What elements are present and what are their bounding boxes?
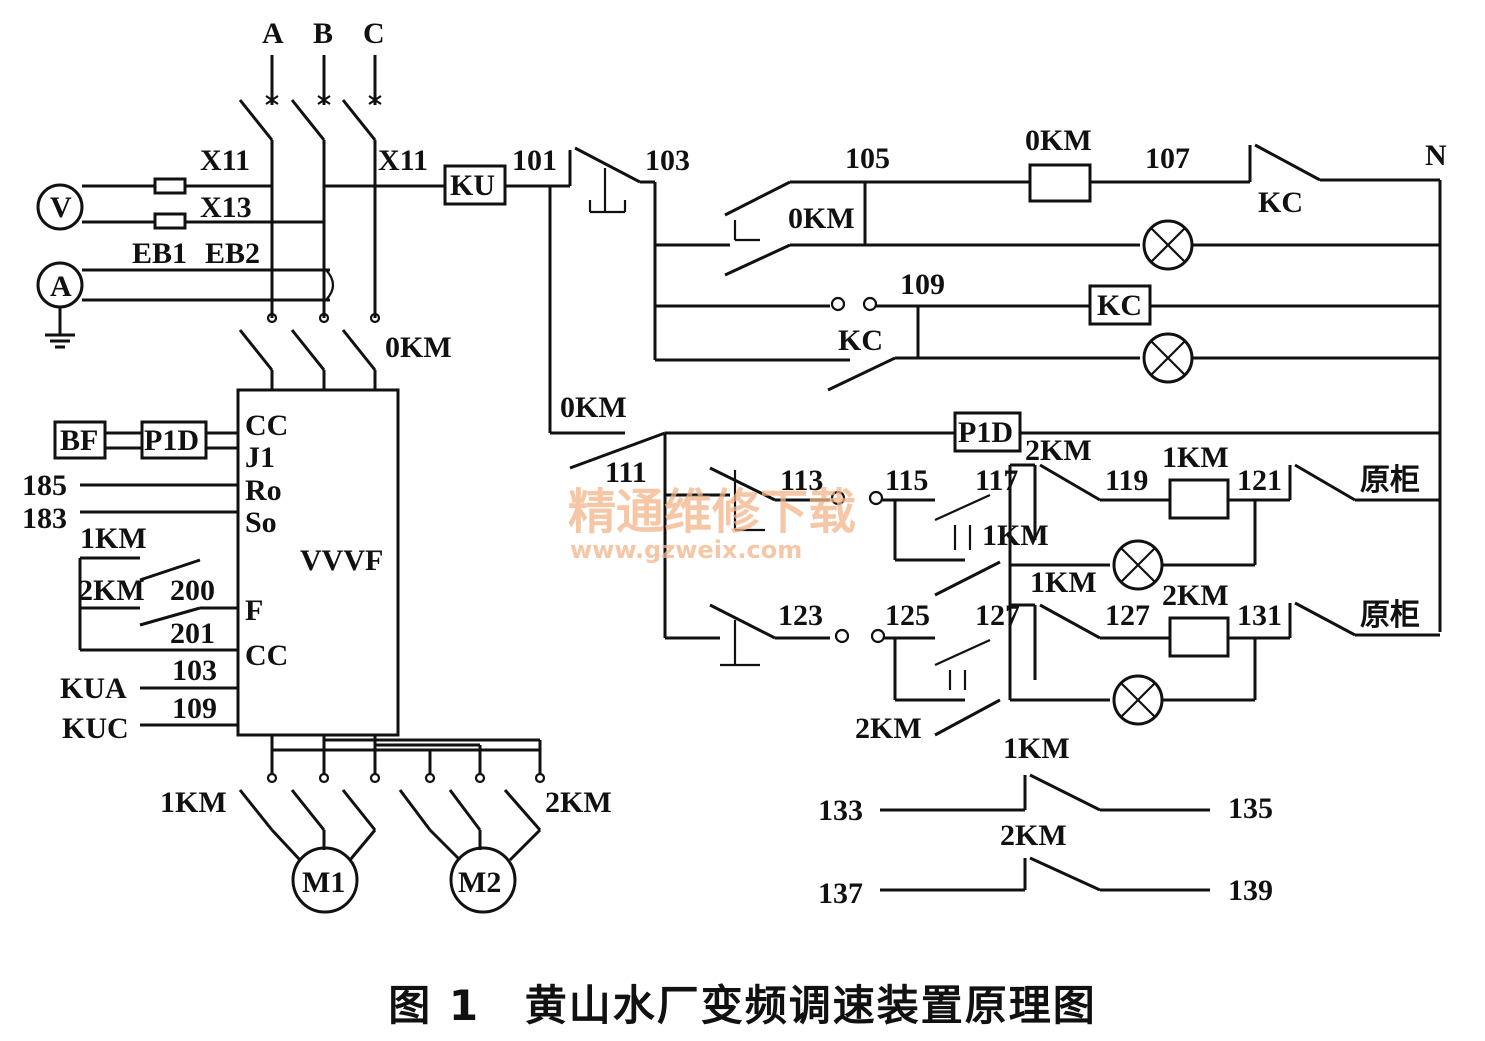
label-115: 115	[885, 464, 928, 497]
label-p1d-left: P1D	[144, 424, 199, 457]
p1d-left-box	[140, 420, 208, 460]
label-0km-branch: 0KM	[560, 391, 627, 424]
watermark-cn: 精通维修下载	[568, 484, 856, 540]
label-111: 111	[605, 456, 647, 489]
circuit-diagram: A B C X11 X13 X11 V A EB1 EB2 KU 101 103…	[22, 17, 1447, 914]
metering	[36, 177, 335, 349]
label-kc-contact: KC	[838, 324, 883, 357]
label-1km-coil: 1KM	[1162, 441, 1229, 474]
motor-m1	[291, 846, 359, 914]
pump-switching	[550, 411, 1440, 737]
label-2km-top: 2KM	[1025, 434, 1092, 467]
label-135: 135	[1228, 792, 1273, 825]
label-113: 113	[780, 464, 823, 497]
label-119: 119	[1105, 464, 1148, 497]
label-voltmeter: V	[50, 191, 72, 224]
label-103: 103	[645, 144, 690, 177]
figure-caption: 图 1 黄山水厂变频调速装置原理图	[0, 972, 1485, 1033]
label-139: 139	[1228, 874, 1273, 907]
label-2km-left: 2KM	[78, 574, 145, 607]
label-1km-motor: 1KM	[160, 786, 227, 819]
voltmeter-symbol	[36, 183, 84, 231]
label-phase-c: C	[363, 17, 385, 50]
label-0km-contact: 0KM	[788, 202, 855, 235]
okm-coil	[1028, 163, 1092, 203]
label-kc-coil: KC	[1097, 289, 1142, 322]
label-2km-motor: 2KM	[545, 786, 612, 819]
label-125: 125	[885, 599, 930, 632]
label-kc-top: KC	[1258, 186, 1303, 219]
label-127b: 127	[1105, 599, 1150, 632]
label-107: 107	[1145, 142, 1190, 175]
label-127: 127	[975, 599, 1020, 632]
bf-box	[53, 420, 107, 460]
label-0km-coil: 0KM	[1025, 124, 1092, 157]
label-phase-a: A	[262, 17, 284, 50]
watermark: 精通维修下载 www.gzweix.com	[568, 484, 856, 564]
label-185: 185	[22, 469, 67, 502]
label-ro: Ro	[245, 474, 282, 507]
label-123: 123	[778, 599, 823, 632]
label-2km-aux: 2KM	[1000, 819, 1067, 852]
label-kua: KUA	[60, 672, 127, 705]
control-circuit	[324, 143, 1442, 632]
label-x11-right: X11	[378, 144, 428, 177]
label-x11-left: X11	[200, 144, 250, 177]
label-200: 200	[170, 574, 215, 607]
label-133: 133	[818, 794, 863, 827]
label-1km-row2: 1KM	[1030, 566, 1097, 599]
label-105: 105	[845, 142, 890, 175]
km1-coil	[1168, 478, 1230, 520]
label-1km-left: 1KM	[80, 522, 147, 555]
aux-contacts	[880, 773, 1210, 892]
label-1km-mid: 1KM	[982, 519, 1049, 552]
ku-relay	[443, 164, 507, 206]
inverter	[53, 388, 546, 914]
labels: A B C X11 X13 X11 V A EB1 EB2 KU 101 103…	[22, 17, 1447, 910]
vvvf-box	[236, 388, 400, 737]
motor-m2	[449, 846, 517, 914]
watermark-url: www.gzweix.com	[570, 536, 802, 564]
label-131: 131	[1237, 599, 1282, 632]
label-m2: M2	[458, 866, 501, 899]
label-101: 101	[512, 144, 557, 177]
supply-phases	[238, 55, 382, 390]
label-p1d-right: P1D	[958, 416, 1013, 449]
label-cc-bottom: CC	[245, 639, 288, 672]
label-cc-top: CC	[245, 409, 288, 442]
label-2km-coil: 2KM	[1162, 579, 1229, 612]
label-vvvf: VVVF	[300, 544, 383, 577]
label-109: 109	[900, 268, 945, 301]
label-0km-main: 0KM	[385, 331, 452, 364]
label-yuangui-2: 原柜	[1360, 599, 1420, 632]
label-eb2: EB2	[205, 237, 260, 270]
label-x13: X13	[200, 191, 252, 224]
label-121: 121	[1237, 464, 1282, 497]
label-137: 137	[818, 877, 863, 910]
label-neutral: N	[1425, 139, 1447, 172]
label-eb1: EB1	[132, 237, 187, 270]
label-so: So	[245, 506, 277, 539]
label-2km-bottom: 2KM	[855, 712, 922, 745]
label-f: F	[245, 594, 263, 627]
label-yuangui-1: 原柜	[1360, 464, 1420, 497]
label-m1: M1	[302, 866, 345, 899]
label-1km-aux: 1KM	[1003, 732, 1070, 765]
figure-number: 图 1	[388, 981, 481, 1030]
label-117: 117	[975, 464, 1018, 497]
label-201: 201	[170, 617, 215, 650]
label-183: 183	[22, 502, 67, 535]
label-j1: J1	[245, 441, 275, 474]
label-103-left: 103	[172, 654, 217, 687]
label-phase-b: B	[313, 17, 333, 50]
label-ku: KU	[450, 169, 495, 202]
km2-coil	[1168, 616, 1230, 658]
label-kuc: KUC	[62, 712, 129, 745]
figure-title: 黄山水厂变频调速装置原理图	[524, 981, 1097, 1030]
label-109-left: 109	[172, 692, 217, 725]
label-ammeter: A	[50, 270, 72, 303]
label-bf: BF	[60, 424, 98, 457]
